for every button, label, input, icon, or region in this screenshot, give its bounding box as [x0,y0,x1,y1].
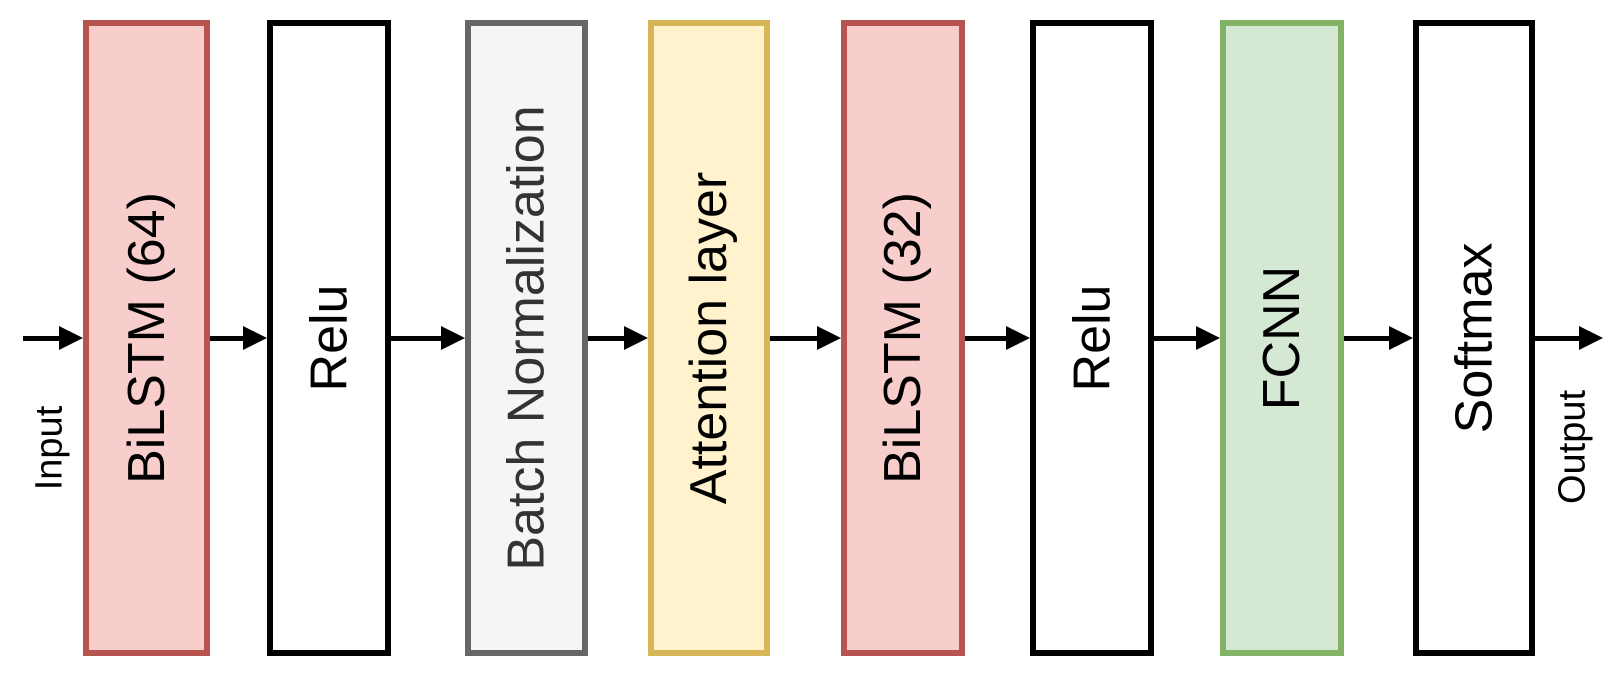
block-softmax: Softmax [1413,20,1535,656]
arrowhead-icon [243,326,267,350]
block-relu-1: Relu [267,20,391,656]
arrow-line [588,335,624,341]
input-label: Input [28,405,71,491]
arrow-line [965,335,1006,341]
block-label: Relu [299,284,358,392]
arrow-line [210,335,243,341]
input-arrow [23,324,83,352]
block-label: Attention layer [680,171,739,505]
output-label: Output [1551,389,1594,505]
flow-arrow [1154,324,1220,352]
block-label: FCNN [1253,265,1312,411]
block-fcnn: FCNN [1220,20,1344,656]
flow-arrow [1344,324,1413,352]
output-arrow [1535,324,1603,352]
block-label: BiLSTM (64) [117,192,176,484]
arrowhead-icon [1196,326,1220,350]
arrow-line [1535,335,1579,341]
flow-arrow [588,324,648,352]
flow-arrow [965,324,1030,352]
flow-arrow [210,324,267,352]
arrow-line [770,335,817,341]
block-attention-layer: Attention layer [648,20,770,656]
block-relu-2: Relu [1030,20,1154,656]
block-label: Batch Normalization [497,105,556,571]
block-label: BiLSTM (32) [874,192,932,484]
arrowhead-icon [59,326,83,350]
arrow-line [391,335,441,341]
arrowhead-icon [1389,326,1413,350]
flow-arrow [770,324,841,352]
arrowhead-icon [624,326,648,350]
flow-arrow [391,324,465,352]
block-bilstm-64: BiLSTM (64) [83,20,210,656]
arrowhead-icon [441,326,465,350]
arrowhead-icon [1006,326,1030,350]
block-batch-normalization: Batch Normalization [465,20,588,656]
arrow-line [1344,335,1389,341]
arrowhead-icon [817,326,841,350]
block-bilstm-32: BiLSTM (32) [841,20,965,656]
block-label: Relu [1062,284,1121,392]
arrow-line [23,335,59,341]
block-label: Softmax [1445,242,1504,434]
arrowhead-icon [1579,326,1603,350]
arrow-line [1154,335,1196,341]
